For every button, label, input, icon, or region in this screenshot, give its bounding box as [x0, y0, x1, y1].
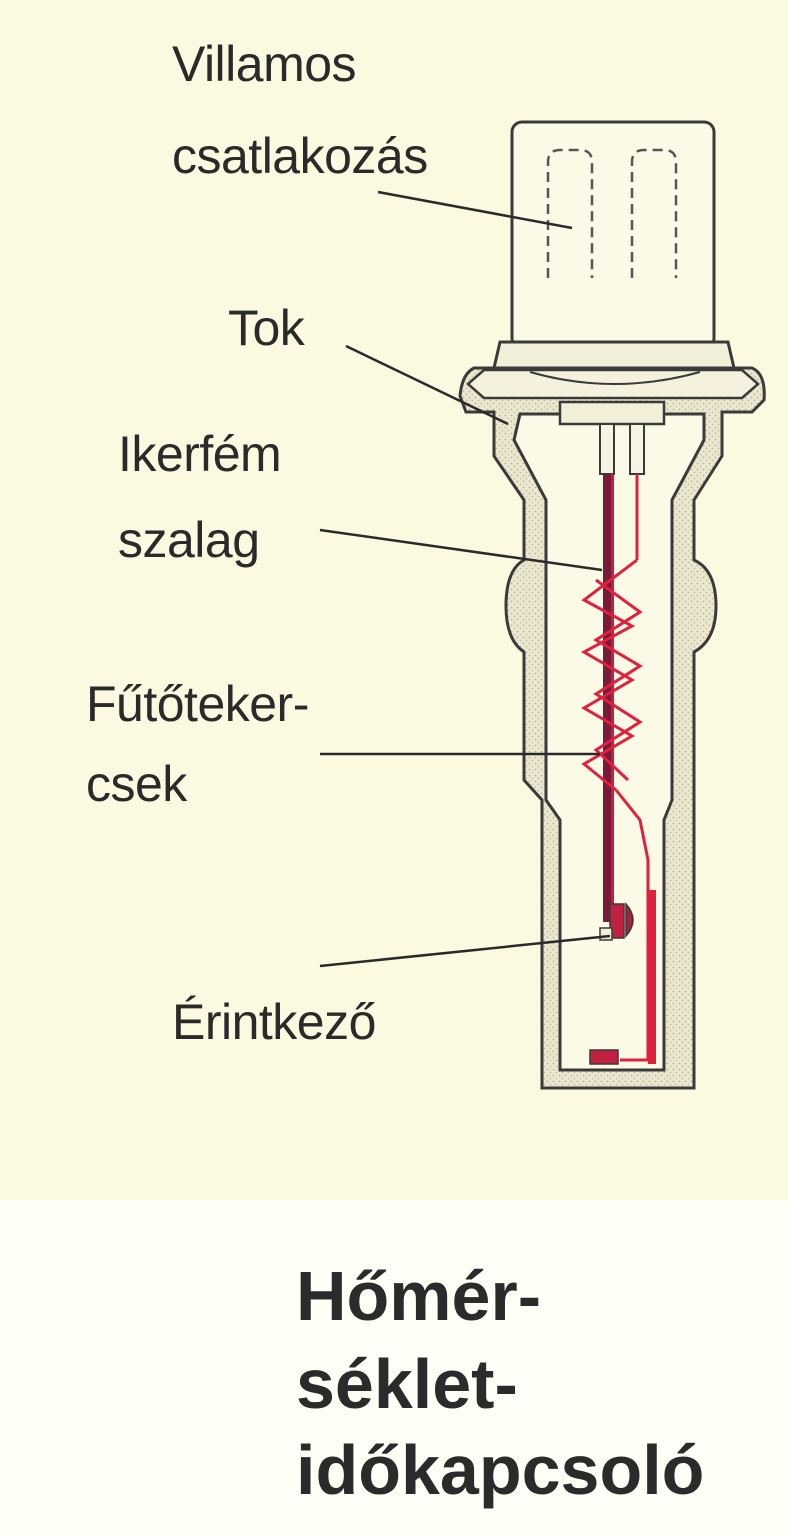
leader-lines [319, 190, 611, 968]
title-line-3: időkapcsoló [296, 1431, 705, 1509]
switch-cross-section [319, 120, 766, 1090]
leader-contact [319, 934, 611, 968]
label-connector-line2: csatlakozás [172, 128, 428, 184]
connector-collar [492, 340, 736, 370]
label-bimetal-line1: Ikerfém [118, 426, 282, 482]
electrical-connector [510, 120, 716, 350]
caption-panel [0, 1200, 788, 1536]
label-bimetal-line2: szalag [118, 512, 260, 568]
title-line-1: Hőmér- [296, 1257, 542, 1335]
leader-bimetal [319, 528, 603, 572]
label-heater-line1: Fűtőteker- [86, 676, 309, 732]
terminal-block [558, 400, 666, 426]
title-line-2: séklet- [296, 1345, 518, 1423]
leader-connector [377, 190, 573, 230]
label-connector-line1: Villamos [172, 36, 357, 92]
bimetal-strip [603, 474, 614, 922]
contact [589, 890, 656, 1065]
label-housing: Tok [228, 300, 305, 356]
label-contact: Érintkező [172, 994, 376, 1050]
label-heater-line2: csek [86, 756, 187, 812]
leader-housing [345, 344, 509, 426]
